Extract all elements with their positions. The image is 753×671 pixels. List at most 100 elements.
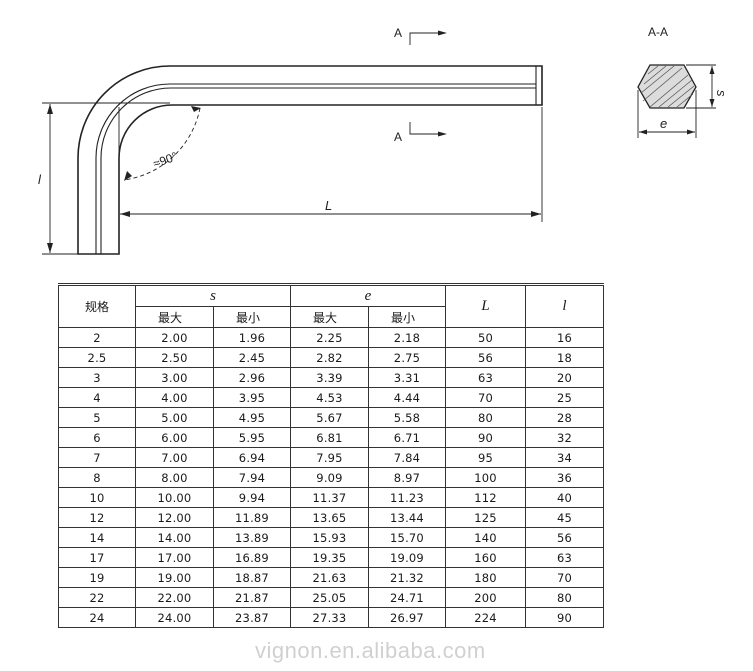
header-spec: 规格 [58,283,136,328]
table-cell: 5.67 [290,407,369,428]
table-cell: 16.89 [213,547,291,568]
table-cell: 24.71 [367,587,447,608]
table-cell: 18 [525,347,605,368]
header-s: s [135,283,291,307]
section-mark-top: A [394,26,402,40]
section-cut-top [409,32,440,45]
table-cell: 4.44 [367,387,447,408]
table-cell: 125 [445,507,527,528]
table-cell: 11.89 [213,507,291,528]
table-cell: 28 [525,407,605,428]
table-cell: 19 [58,567,136,588]
table-cell: 2 [58,327,136,348]
table-cell: 9.94 [213,487,291,508]
angle-label: ≈90° [151,149,179,171]
hex-key-drawing: A A ≈90° L l A-A s e [38,25,729,255]
table-cell: 15.93 [290,527,369,548]
table-cell: 6.00 [135,427,214,448]
table-cell: 2.50 [135,347,214,368]
table-cell: 27.33 [290,607,369,628]
table-cell: 4 [58,387,136,408]
table-cell: 7.94 [213,467,291,488]
table-cell: 5.58 [367,407,447,428]
table-cell: 90 [525,607,605,628]
table-cell: 2.82 [290,347,369,368]
table-cell: 22 [58,587,136,608]
table-cell: 6 [58,427,136,448]
table-cell: 3 [58,367,136,388]
table-cell: 24.00 [135,607,214,628]
table-cell: 15.70 [367,527,447,548]
table-cell: 2.45 [213,347,291,368]
table-cell: 4.95 [213,407,291,428]
table-cell: 95 [445,447,527,468]
section-cut-bottom [409,122,440,135]
table-cell: 2.18 [367,327,447,348]
table-cell: 50 [445,327,527,348]
table-cell: 12.00 [135,507,214,528]
header-e-min: 最小 [367,306,447,328]
table-cell: 63 [445,367,527,388]
table-cell: 56 [525,527,605,548]
hex-cross-section [637,64,697,109]
table-cell: 224 [445,607,527,628]
table-cell: 11.37 [290,487,369,508]
section-title: A-A [648,25,668,39]
hex-key-edge-line-2 [100,87,536,254]
watermark: vignon.en.alibaba.com [255,638,486,663]
header-l: l [525,283,605,328]
table-cell: 7.95 [290,447,369,468]
table-cell: 70 [445,387,527,408]
table-cell: 10.00 [135,487,214,508]
table-cell: 16 [525,327,605,348]
table-cell: 80 [525,587,605,608]
table-cell: 70 [525,567,605,588]
table-cell: 23.87 [213,607,291,628]
table-cell: 140 [445,527,527,548]
table-cell: 56 [445,347,527,368]
table-cell: 34 [525,447,605,468]
table-cell: 22.00 [135,587,214,608]
table-cell: 1.96 [213,327,291,348]
table-cell: 25.05 [290,587,369,608]
table-cell: 21.32 [367,567,447,588]
table-cell: 200 [445,587,527,608]
table-cell: 3.00 [135,367,214,388]
header-s-max: 最大 [135,306,214,328]
table-cell: 40 [525,487,605,508]
table-cell: 6.71 [367,427,447,448]
table-cell: 24 [58,607,136,628]
table-cell: 160 [445,547,527,568]
header-e-max: 最大 [290,306,369,328]
table-cell: 63 [525,547,605,568]
table-cell: 5.95 [213,427,291,448]
section-mark-bottom: A [394,130,402,144]
table-cell: 14.00 [135,527,214,548]
table-cell: 13.65 [290,507,369,528]
table-cell: 7 [58,447,136,468]
table-cell: 4.53 [290,387,369,408]
table-cell: 8.00 [135,467,214,488]
table-cell: 8 [58,467,136,488]
table-cell: 21.87 [213,587,291,608]
table-cell: 2.5 [58,347,136,368]
dim-label-l: l [38,172,42,187]
table-cell: 18.87 [213,567,291,588]
table-cell: 4.00 [135,387,214,408]
header-L: L [445,283,527,328]
table-cell: 32 [525,427,605,448]
header-s-min: 最小 [213,306,291,328]
table-cell: 3.39 [290,367,369,388]
